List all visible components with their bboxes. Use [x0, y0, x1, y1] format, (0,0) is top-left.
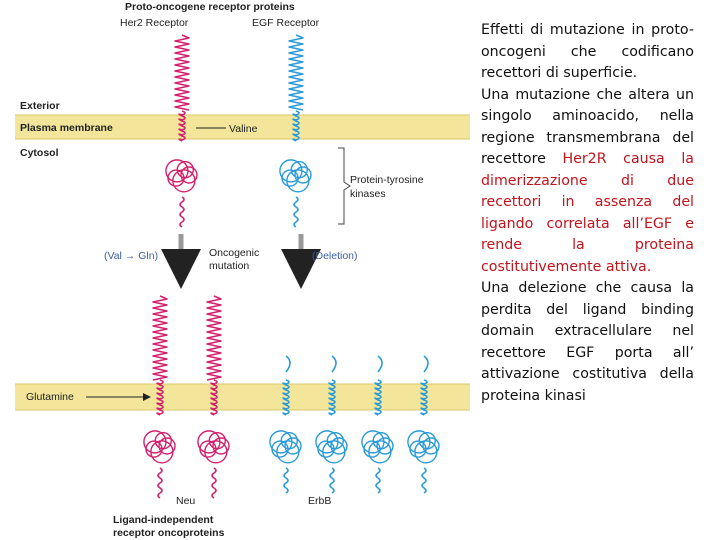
egf-receptor-transmembrane-helix: [292, 110, 300, 142]
plasma-membrane-label: Plasma membrane: [20, 122, 113, 134]
egf-receptor-label: EGF Receptor: [252, 17, 320, 29]
erbb-oncoprotein-2-kinase-domain: [315, 430, 348, 464]
bottom-title-1: Ligand-independent: [113, 514, 214, 526]
kinase-label-2: kinases: [350, 188, 386, 200]
neu-oncoprotein-1-kinase-domain: [143, 430, 176, 464]
neu-oncoprotein-2-transmembrane-helix: [210, 379, 218, 416]
her2-receptor-extracellular-domain: [174, 34, 190, 111]
plasma-membrane-bottom: [15, 384, 470, 410]
erbb-oncoprotein-2-stub: [331, 355, 337, 373]
erbb-oncoprotein-1-c-tail: [283, 467, 289, 494]
her2-receptor-transmembrane-helix: [178, 110, 186, 142]
neu-label: Neu: [176, 495, 195, 507]
neu-oncoprotein-2-kinase-domain: [197, 430, 230, 464]
egf-receptor-kinase-domain: [279, 159, 312, 193]
neu-oncoprotein-1-transmembrane-helix: [156, 379, 164, 416]
valine-label: Valine: [229, 123, 258, 135]
neu-oncoprotein-1-c-tail: [157, 467, 163, 499]
top-title: Proto-oncogene receptor proteins: [125, 1, 295, 13]
cytosol-label: Cytosol: [20, 147, 59, 159]
erbb-oncoprotein-3-stub: [377, 355, 383, 373]
erbb-oncoprotein-1-stub: [285, 355, 291, 373]
erbb-oncoprotein-3-kinase-domain: [361, 430, 394, 464]
erbb-oncoprotein-4-kinase-domain: [407, 430, 440, 464]
egf-receptor-extracellular-domain: [288, 34, 304, 111]
her2-receptor-c-tail: [179, 196, 185, 228]
erbb-oncoprotein-4-c-tail: [421, 467, 427, 494]
erbb-oncoprotein-4-transmembrane-helix: [420, 379, 428, 416]
her2-receptor-kinase-domain: [165, 159, 198, 193]
erbb-oncoprotein-2-c-tail: [329, 467, 335, 494]
erbb-oncoprotein-4-stub: [423, 355, 429, 373]
description-paragraph-3: Una delezione che causa la perdita del l…: [481, 280, 694, 404]
erbb-oncoprotein-3-transmembrane-helix: [374, 379, 382, 416]
oncogenic-label-1: Oncogenic: [209, 247, 259, 259]
erbb-oncoprotein-1-transmembrane-helix: [282, 379, 290, 416]
description-paragraph-2-start: Una mutazione che altera un singolo amin…: [481, 86, 694, 168]
erbb-oncoprotein-3-c-tail: [375, 467, 381, 494]
neu-oncoprotein-1-extracellular-domain: [152, 295, 168, 381]
kinase-label-1: Protein-tyrosine: [350, 174, 424, 186]
oncogenic-label-2: mutation: [209, 260, 249, 272]
neu-oncoprotein-2-c-tail: [211, 467, 217, 499]
egf-receptor-c-tail: [293, 196, 299, 228]
deletion-label: (Deletion): [312, 250, 358, 262]
kinase-brace: [338, 147, 351, 225]
receptor-diagram: Proto-oncogene receptor proteins Her2 Re…: [15, 1, 470, 539]
val-gln-label: (Val → Gln): [104, 250, 158, 262]
receptor-molecules: [143, 34, 440, 499]
erbb-label: ErbB: [308, 495, 331, 507]
exterior-label: Exterior: [20, 100, 60, 112]
plasma-membrane-top: [15, 115, 470, 139]
glutamine-label: Glutamine: [26, 391, 74, 403]
erbb-oncoprotein-2-transmembrane-helix: [328, 379, 336, 416]
neu-oncoprotein-2-extracellular-domain: [206, 295, 222, 381]
bottom-title-2: receptor oncoproteins: [113, 527, 225, 539]
description-panel: Effetti di mutazione in proto-oncogeni c…: [481, 20, 694, 407]
description-paragraph-2-highlight: Her2R causa la dimerizzazione di due rec…: [481, 151, 694, 275]
description-paragraph-1: Effetti di mutazione in proto-oncogeni c…: [481, 22, 694, 81]
her2-receptor-label: Her2 Receptor: [120, 17, 189, 29]
erbb-oncoprotein-1-kinase-domain: [269, 430, 302, 464]
description-paragraph-2: Una mutazione che altera un singolo amin…: [481, 85, 694, 279]
